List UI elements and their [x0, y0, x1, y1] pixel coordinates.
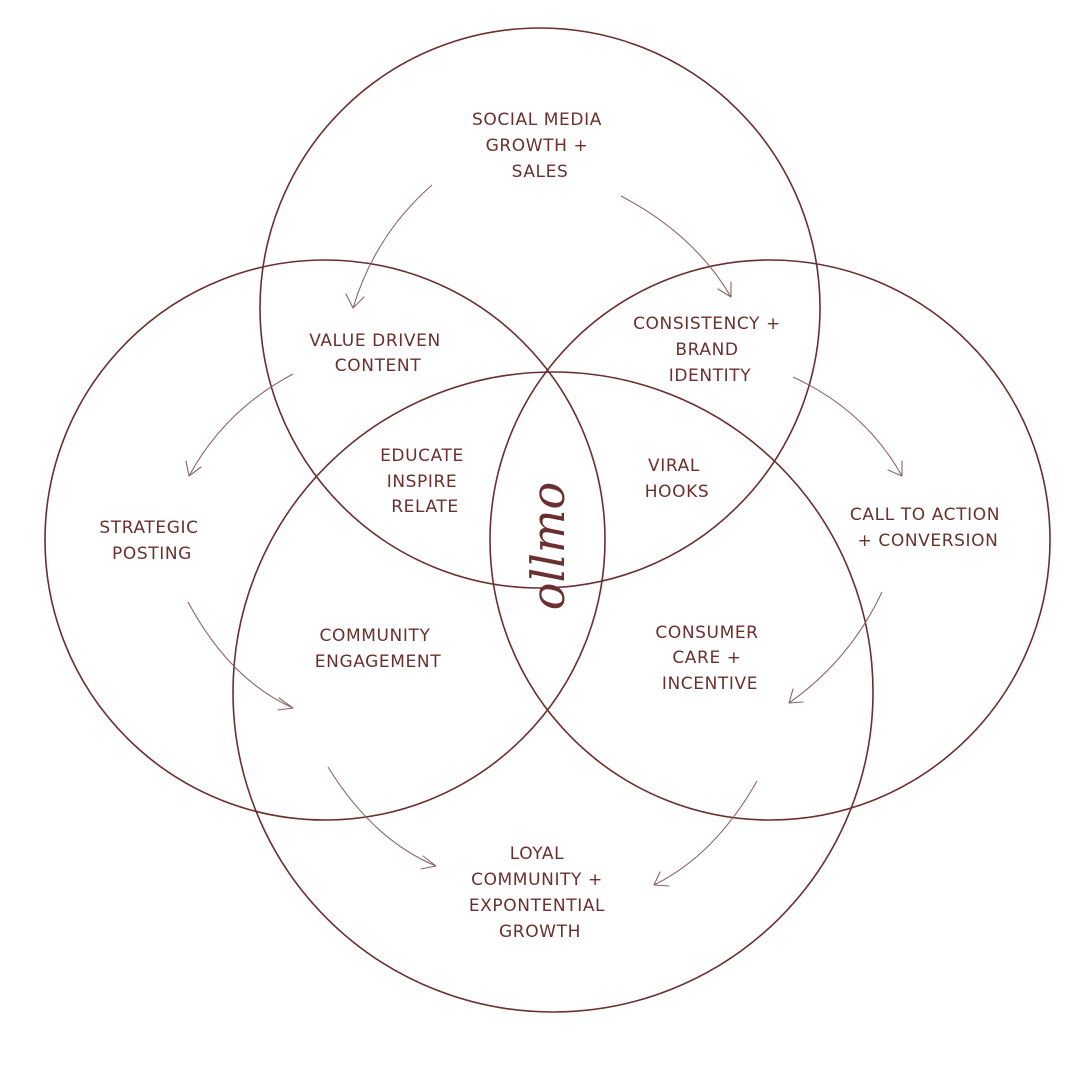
circle-top: [259, 27, 821, 589]
label-value-driven-content: VALUE DRIVEN CONTENT: [309, 331, 447, 376]
circle-bottom: [232, 371, 874, 1013]
arrow-strategic-to-community: [187, 601, 294, 711]
arrow-consistency-to-cta: [792, 376, 903, 477]
circle-right: [489, 259, 1051, 821]
label-social-media-growth: SOCIAL MEDIA GROWTH + SALES: [472, 110, 608, 182]
label-consistency-brand-identity: CONSISTENCY + BRAND IDENTITY: [633, 314, 787, 386]
arrow-community-to-loyal: [327, 766, 437, 870]
arrow-cta-to-consumer: [788, 591, 883, 704]
arrow-value-to-strategic: [185, 373, 294, 477]
label-consumer-care-incentive: CONSUMER CARE + INCENTIVE: [655, 623, 764, 694]
arrow-top-to-value: [345, 184, 433, 309]
circle-left: [44, 259, 606, 821]
label-loyal-community-growth: LOYAL COMMUNITY + EXPONTENTIAL GROWTH: [469, 844, 611, 942]
label-community-engagement: COMMUNITY ENGAGEMENT: [315, 626, 441, 672]
label-call-to-action: CALL TO ACTION + CONVERSION: [850, 505, 1006, 551]
arrow-top-to-consistency: [620, 195, 732, 298]
label-strategic-posting: STRATEGIC POSTING: [99, 518, 204, 564]
brand-logo: ollmo: [521, 482, 575, 610]
label-educate-inspire-relate: EDUCATE INSPIRE RELATE: [380, 446, 470, 517]
label-viral-hooks: VIRAL HOOKS: [645, 456, 709, 502]
arrow-consumer-to-loyal: [653, 780, 758, 887]
